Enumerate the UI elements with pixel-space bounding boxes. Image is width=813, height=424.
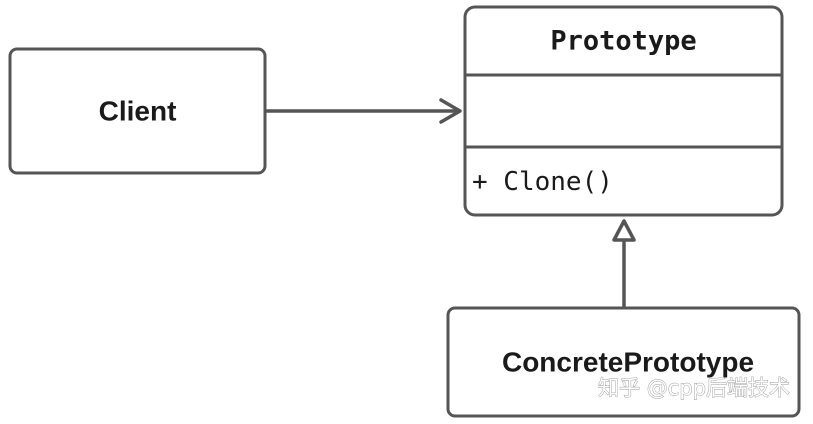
prototype-method-clone: + Clone() xyxy=(472,167,613,197)
inheritance-arrow xyxy=(612,219,636,307)
client-box-frame xyxy=(8,47,267,175)
association-arrowhead xyxy=(439,98,462,124)
client-box: Client xyxy=(8,47,267,175)
watermark-text: 知乎 @cpp后端技术 xyxy=(598,376,790,400)
concrete-prototype-label: ConcretePrototype xyxy=(502,347,754,378)
prototype-class-frame xyxy=(463,5,784,217)
concrete-prototype-box: ConcretePrototype xyxy=(446,306,801,418)
prototype-class-name: Prototype xyxy=(550,26,696,57)
client-label: Client xyxy=(99,96,177,127)
prototype-class-box: Prototype + Clone() xyxy=(463,5,784,217)
association-arrow xyxy=(266,98,462,124)
concrete-prototype-frame xyxy=(446,306,801,418)
inheritance-arrowhead xyxy=(612,219,636,242)
